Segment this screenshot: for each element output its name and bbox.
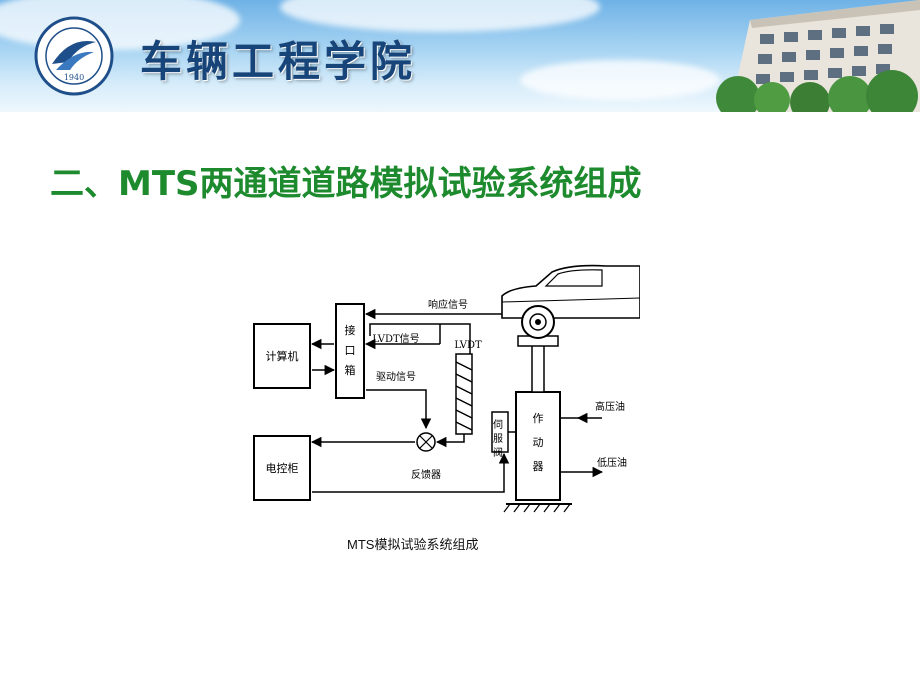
car-illustration [501,264,640,339]
header-banner: 1940 车辆工程学院 [0,0,920,112]
logo-year: 1940 [64,73,84,82]
actuator-label: 器 [533,460,544,473]
diagram-caption: MTS模拟试验系统组成 [347,537,479,552]
servo-valve-label: 伺 [493,418,503,431]
cabinet-to-servo-line [312,452,510,493]
actuator-box [515,391,561,501]
response-signal-label: 响应信号 [428,298,468,311]
computer-box [253,323,311,389]
slide-title: 二、MTS两通道道路模拟试验系统组成 [50,164,642,204]
university-logo: 1940 [34,16,114,96]
control-cabinet-label: 电控柜 [266,461,299,475]
high-pressure-oil-label: 高压油 [595,400,625,413]
mts-system-diagram: 计算机 接 口 箱 电控柜 响应信号 LVDT信号 驱动信号 反馈器 LVDT … [253,264,640,513]
feedback-device-label: 反馈器 [411,468,441,481]
interface-box-label: 箱 [345,363,356,377]
servo-valve-label: 服 [493,433,503,445]
servo-valve-label: 阀 [493,446,503,459]
actuator-label: 作 [533,412,544,425]
lvdt-label: LVDT [454,340,482,351]
interface-box-label: 口 [345,344,356,357]
actuator-label: 动 [533,436,544,449]
lvdt-signal-label: LVDT信号 [372,333,419,345]
school-name: 车辆工程学院 [140,37,417,86]
control-cabinet-box [253,435,311,501]
interface-box-label: 接 [345,324,356,337]
computer-label: 计算机 [266,349,299,363]
cloud-decoration [520,60,720,100]
lvdt-feedback-line [435,434,465,448]
interface-box [335,303,365,399]
campus-building-image [716,0,920,112]
drive-signal-line [366,389,432,430]
servo-valve-box [491,411,509,453]
piston-rod [531,343,545,393]
low-pressure-oil-label: 低压油 [597,456,627,469]
drive-signal-label: 驱动信号 [376,371,416,383]
